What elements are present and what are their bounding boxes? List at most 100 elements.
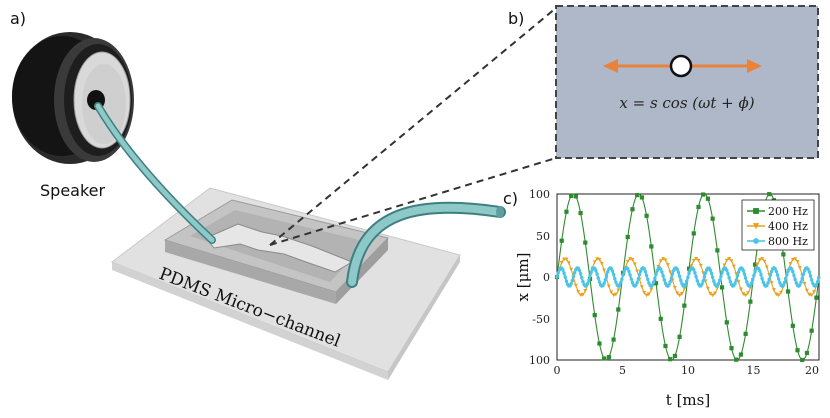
data-point-800hz bbox=[742, 272, 747, 276]
data-point-800hz bbox=[702, 275, 707, 279]
data-point-800hz bbox=[767, 277, 771, 281]
data-point-200hz bbox=[767, 192, 772, 197]
data-point-200hz bbox=[715, 248, 720, 253]
legend-entry-200hz: 200 Hz bbox=[768, 205, 808, 218]
data-point-800hz bbox=[775, 273, 780, 277]
data-point-400hz bbox=[731, 264, 736, 269]
data-point-400hz bbox=[630, 258, 635, 262]
data-point-400hz bbox=[706, 286, 710, 291]
data-point-800hz bbox=[661, 274, 665, 278]
speaker-label: Speaker bbox=[40, 181, 106, 200]
data-point-400hz bbox=[680, 292, 684, 296]
data-point-400hz bbox=[713, 291, 717, 296]
data-point-400hz bbox=[739, 287, 743, 292]
data-point-800hz bbox=[749, 281, 754, 285]
data-point-800hz bbox=[627, 269, 631, 273]
data-point-800hz bbox=[728, 279, 733, 284]
y-tick-label: 100 bbox=[529, 188, 550, 201]
data-point-800hz bbox=[701, 279, 705, 283]
data-point-800hz bbox=[643, 269, 648, 274]
data-point-800hz bbox=[735, 274, 740, 278]
data-point-800hz bbox=[801, 272, 806, 276]
data-point-200hz bbox=[668, 357, 673, 362]
data-point-800hz bbox=[605, 270, 610, 274]
data-point-800hz bbox=[807, 270, 812, 274]
data-point-800hz bbox=[743, 276, 748, 280]
data-point-800hz bbox=[660, 270, 664, 274]
data-point-800hz bbox=[806, 267, 810, 271]
data-point-400hz bbox=[609, 290, 614, 295]
x-tick-label: 10 bbox=[681, 364, 695, 377]
data-point-800hz bbox=[817, 276, 821, 280]
micro-channel bbox=[205, 223, 354, 273]
pdms-front bbox=[165, 240, 336, 304]
data-point-400hz bbox=[611, 293, 616, 298]
data-point-400hz bbox=[644, 293, 649, 298]
data-point-200hz bbox=[795, 348, 800, 353]
data-point-800hz bbox=[637, 273, 642, 277]
data-point-400hz bbox=[793, 257, 798, 261]
data-point-800hz bbox=[776, 277, 781, 281]
data-point-800hz bbox=[662, 278, 666, 282]
data-point-800hz bbox=[753, 270, 757, 274]
data-point-400hz bbox=[573, 283, 578, 288]
x-tick-label: 0 bbox=[554, 364, 561, 377]
data-point-200hz bbox=[658, 316, 663, 321]
data-point-200hz bbox=[682, 303, 687, 308]
data-point-400hz bbox=[805, 288, 809, 293]
data-point-200hz bbox=[569, 193, 574, 198]
data-point-800hz bbox=[782, 280, 787, 285]
data-point-800hz bbox=[759, 272, 763, 277]
data-point-800hz bbox=[712, 279, 716, 283]
data-point-800hz bbox=[791, 269, 795, 274]
data-point-800hz bbox=[650, 283, 655, 287]
y-tick-label: -50 bbox=[532, 313, 550, 326]
data-point-400hz bbox=[734, 272, 739, 276]
data-point-800hz bbox=[719, 274, 723, 279]
amplitude-plot: 100 50 0 -50 100 0 5 10 15 20 t [ms] x [… bbox=[514, 188, 821, 409]
data-point-800hz bbox=[768, 273, 773, 277]
data-point-400hz bbox=[698, 263, 703, 268]
data-point-400hz bbox=[578, 293, 583, 298]
data-point-800hz bbox=[629, 277, 633, 281]
series-layer bbox=[554, 192, 821, 363]
zoom-panel bbox=[555, 5, 819, 159]
panel-c-label: c) bbox=[503, 189, 518, 208]
data-point-200hz bbox=[734, 357, 739, 362]
y-tick-label: 100 bbox=[529, 354, 550, 367]
data-point-800hz bbox=[693, 271, 697, 275]
data-point-400hz bbox=[769, 281, 774, 285]
data-point-400hz bbox=[632, 262, 637, 267]
data-point-200hz bbox=[748, 299, 753, 304]
data-point-200hz bbox=[583, 240, 588, 245]
data-point-400hz bbox=[592, 260, 597, 265]
data-point-200hz bbox=[616, 307, 621, 312]
data-point-400hz bbox=[776, 293, 781, 298]
data-point-200hz bbox=[729, 346, 734, 351]
pdms-side bbox=[336, 238, 388, 304]
data-point-800hz bbox=[561, 268, 565, 272]
data-point-400hz bbox=[795, 260, 800, 264]
data-point-400hz bbox=[642, 290, 647, 295]
data-point-800hz bbox=[679, 278, 683, 283]
motion-equation: x = s cos (ωt + ϕ) bbox=[619, 94, 754, 112]
data-point-400hz bbox=[696, 258, 701, 263]
data-point-400hz bbox=[606, 284, 611, 289]
data-point-800hz bbox=[760, 276, 764, 281]
data-point-800hz bbox=[668, 280, 672, 284]
data-point-800hz bbox=[669, 276, 674, 280]
data-point-800hz bbox=[642, 267, 646, 271]
x-tick-label: 15 bbox=[747, 364, 761, 377]
data-point-800hz bbox=[644, 273, 649, 278]
data-point-800hz bbox=[694, 275, 698, 279]
data-point-200hz bbox=[559, 238, 564, 243]
data-point-800hz bbox=[636, 277, 641, 281]
data-point-200hz bbox=[606, 355, 611, 360]
data-point-200hz bbox=[814, 295, 819, 300]
data-point-400hz bbox=[809, 293, 814, 298]
data-point-800hz bbox=[720, 270, 724, 275]
data-point-200hz bbox=[644, 213, 649, 218]
data-point-800hz bbox=[571, 274, 576, 279]
legend-entry-400hz: 400 Hz bbox=[768, 220, 808, 233]
data-point-400hz bbox=[762, 259, 767, 264]
